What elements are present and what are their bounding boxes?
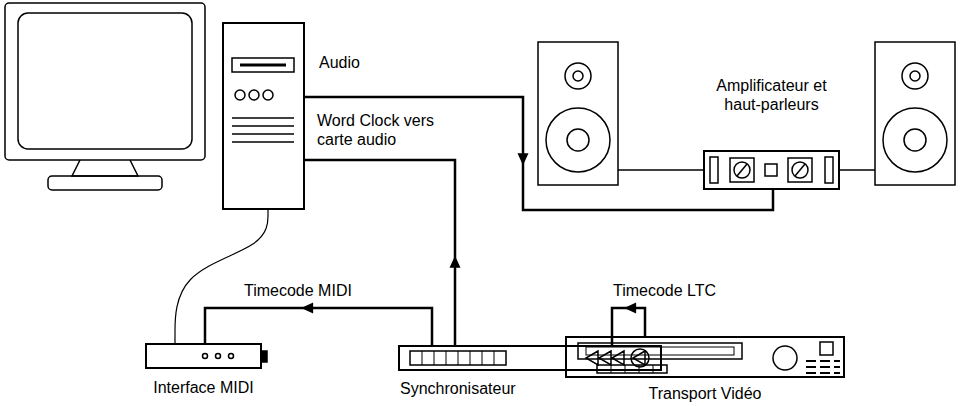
tweeter-center (573, 71, 583, 81)
midi-interface-box: Interface MIDI (145, 343, 262, 369)
drive-slit (240, 64, 286, 67)
amp-knob-plate (730, 158, 754, 182)
monitor-base (48, 176, 162, 190)
monitor-screen (18, 13, 192, 149)
device-label: Interface MIDI (153, 378, 253, 397)
amp-knob (792, 162, 808, 178)
video-transport-box: Transport Vidéo (565, 336, 845, 378)
tower-vent (232, 133, 294, 135)
display-segments (422, 351, 494, 365)
device-label: Amplificateur et haut-parleurs (710, 76, 834, 114)
tower-vent (232, 125, 294, 127)
arrowhead (518, 153, 529, 165)
signal-label: Word Clock vers carte audio (316, 111, 444, 149)
tower-vent (232, 117, 294, 119)
tweeter-center (910, 71, 920, 81)
deck-button-grid (806, 361, 840, 373)
amp-switch (765, 164, 777, 176)
deck-buttons (597, 365, 667, 373)
device-label: Synchronisateur (400, 379, 516, 398)
deck-tape-slot (586, 347, 734, 355)
woofer-center (567, 129, 589, 151)
speaker-wire (840, 169, 875, 171)
device-label: Transport Vidéo (649, 384, 762, 403)
speaker-cabinet (538, 42, 618, 185)
arrowhead (624, 303, 636, 314)
tower-button (263, 90, 273, 100)
speaker-cabinet (875, 42, 955, 185)
sync-play-symbol (633, 351, 645, 365)
tower-button (249, 90, 259, 100)
arrowhead (301, 303, 313, 314)
signal-line (205, 308, 432, 345)
deck-square-button (820, 342, 833, 355)
amplifier-box: Amplificateur et haut-parleurs (703, 150, 840, 190)
speaker-wire (618, 169, 703, 171)
tower-vent (232, 141, 294, 143)
midi-port (262, 351, 267, 362)
cable (175, 210, 268, 343)
signal-label: Timecode MIDI (243, 281, 353, 300)
woofer (546, 108, 610, 172)
tower-button (235, 90, 245, 100)
amp-knob (734, 162, 750, 178)
amp-knob-mark (795, 164, 805, 176)
deck-jog-wheel (773, 346, 797, 370)
signal-label: Audio (318, 53, 361, 72)
monitor-frame (5, 3, 205, 160)
tweeter (565, 63, 591, 89)
tweeter (902, 63, 928, 89)
computer-tower (222, 22, 305, 210)
sync-buttons (586, 351, 624, 365)
signal-label: Timecode LTC (612, 281, 717, 300)
drive-slot (232, 58, 294, 72)
amp-knob-plate (788, 158, 812, 182)
amp-handle (825, 157, 833, 183)
sync-display (410, 351, 506, 365)
amp-knob-mark (737, 164, 747, 176)
woofer-center (904, 129, 926, 151)
led (229, 354, 234, 359)
signal-line (612, 308, 645, 345)
led (203, 354, 208, 359)
led (216, 354, 221, 359)
amp-handle (710, 157, 718, 183)
monitor-neck (72, 160, 138, 176)
woofer (883, 108, 947, 172)
synchronizer-box: Synchronisateur (398, 345, 662, 371)
deck-button-dividers (611, 365, 653, 373)
arrowhead (450, 256, 461, 268)
